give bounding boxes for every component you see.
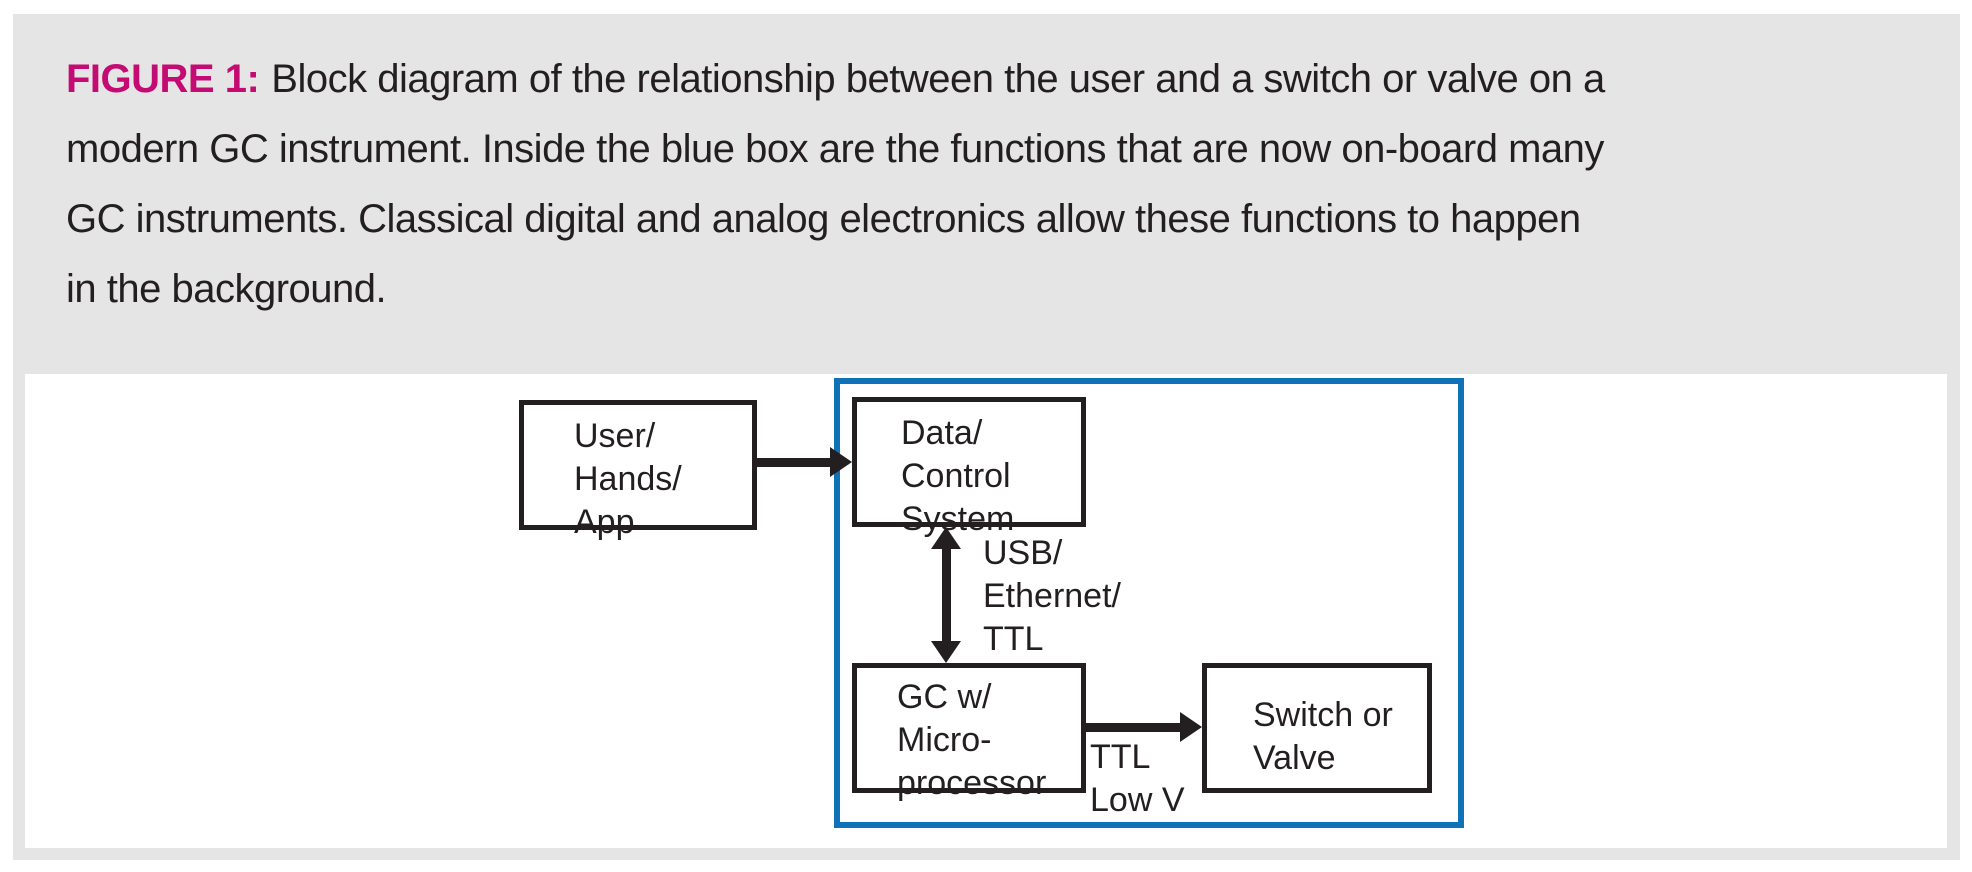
figure-caption: FIGURE 1:Block diagram of the relationsh… (66, 44, 1946, 324)
ttl-label-line: TTL (1090, 738, 1151, 776)
caption-line-2: modern GC instrument. Inside the blue bo… (66, 127, 1604, 171)
gc-box-line: Micro- (897, 721, 992, 759)
gc-box-line: GC w/ (897, 678, 992, 716)
bus-label-line: Ethernet/ (983, 577, 1121, 615)
bus-protocol-label: USB/ Ethernet/ TTL (983, 532, 1121, 661)
arrow-gc-to-switch-head-icon (1180, 712, 1202, 742)
data-box-line: Control (901, 457, 1011, 495)
gc-box-line: processor (897, 764, 1047, 802)
figure-number-label: FIGURE 1: (66, 57, 260, 101)
user-box-line: App (574, 503, 635, 541)
switch-box-line: Valve (1253, 739, 1336, 777)
data-control-system-box: Data/ Control System (852, 397, 1086, 538)
arrow-user-to-data-head-icon (830, 447, 852, 477)
caption-text-1: Block diagram of the relationship betwee… (271, 57, 1605, 101)
figure-block: FIGURE 1:Block diagram of the relationsh… (13, 14, 1960, 860)
gc-microprocessor-box: GC w/ Micro- processor (852, 663, 1086, 802)
arrow-data-gc-shaft (942, 547, 951, 643)
diagram-panel: User/ Hands/ App Data/ Control System GC… (25, 374, 1947, 848)
user-box-line: User/ (574, 417, 656, 455)
switch-box-line: Switch or (1253, 696, 1393, 734)
user-hands-app-box: User/ Hands/ App (519, 400, 757, 541)
bus-label-line: USB/ (983, 534, 1063, 572)
switch-or-valve-box: Switch or Valve (1202, 663, 1432, 793)
arrow-gc-to-switch-shaft (1086, 723, 1182, 732)
arrow-data-gc-up-head-icon (931, 527, 961, 549)
ttl-label-line: Low V (1090, 781, 1185, 819)
caption-line-3: GC instruments. Classical digital and an… (66, 197, 1581, 241)
arrow-user-to-data-shaft (757, 458, 834, 467)
arrow-data-gc-down-head-icon (931, 641, 961, 663)
ttl-low-v-label: TTL Low V (1090, 736, 1185, 822)
caption-line-1: FIGURE 1:Block diagram of the relationsh… (66, 44, 1946, 114)
bus-label-line: TTL (983, 620, 1044, 658)
user-box-line: Hands/ (574, 460, 682, 498)
data-box-line: Data/ (901, 414, 983, 452)
caption-line-4: in the background. (66, 267, 387, 311)
onboard-functions-boundary-box (834, 378, 1464, 828)
